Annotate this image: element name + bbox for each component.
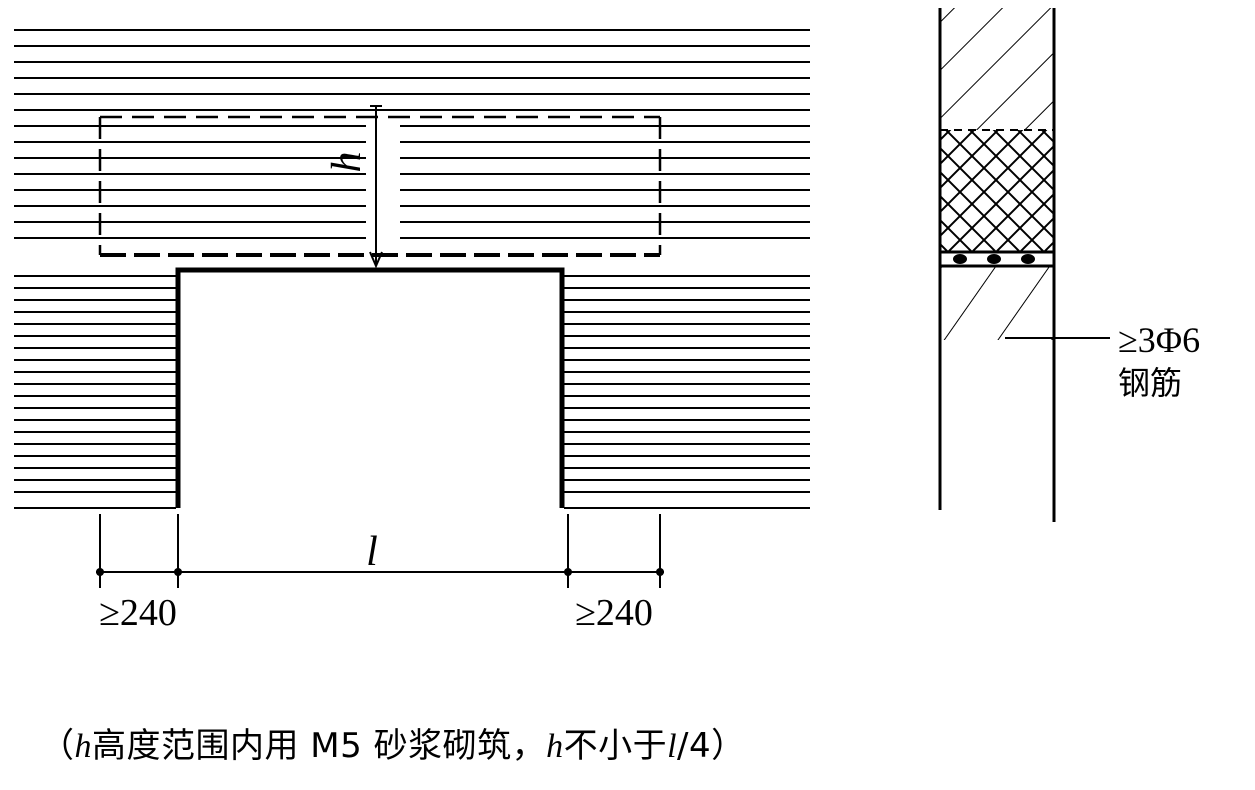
caption-open: （: [40, 726, 75, 766]
caption-l: l: [667, 728, 678, 765]
rebar-name-label: 钢筋: [1118, 364, 1182, 402]
wall-section: ≥3Φ6 钢筋: [938, 8, 1200, 522]
caption-part3: /4）: [677, 726, 746, 766]
brick-course-lines: [14, 29, 810, 509]
wall-elevation: h l ≥240 ≥240: [14, 29, 810, 634]
section-reinforced-brick-crosshatch: [940, 130, 1054, 252]
min-bearing-right-label: ≥240: [575, 592, 653, 634]
wall-opening: [175, 267, 565, 508]
rebar-dots: [953, 254, 1035, 264]
h-dimension: [369, 105, 383, 269]
dimension-ticks: [96, 568, 664, 576]
h-dimension-label: h: [324, 152, 370, 173]
caption-h2: h: [546, 728, 564, 765]
caption-part1: 高度范围内用 M5 砂浆砌筑，: [92, 726, 547, 766]
bottom-dimension-lines: [96, 514, 664, 588]
caption: （h高度范围内用 M5 砂浆砌筑，h不小于l/4）: [40, 718, 746, 767]
reinforced-zone-outline: [98, 115, 662, 257]
caption-h: h: [74, 728, 92, 765]
span-label: l: [366, 529, 378, 575]
section-lintel-hatch: [940, 266, 1054, 340]
min-bearing-left-label: ≥240: [99, 592, 177, 634]
caption-part2: 不小于: [563, 726, 668, 766]
rebar-spec-label: ≥3Φ6: [1118, 320, 1200, 360]
section-upper-brick-hatch: [940, 8, 1054, 130]
